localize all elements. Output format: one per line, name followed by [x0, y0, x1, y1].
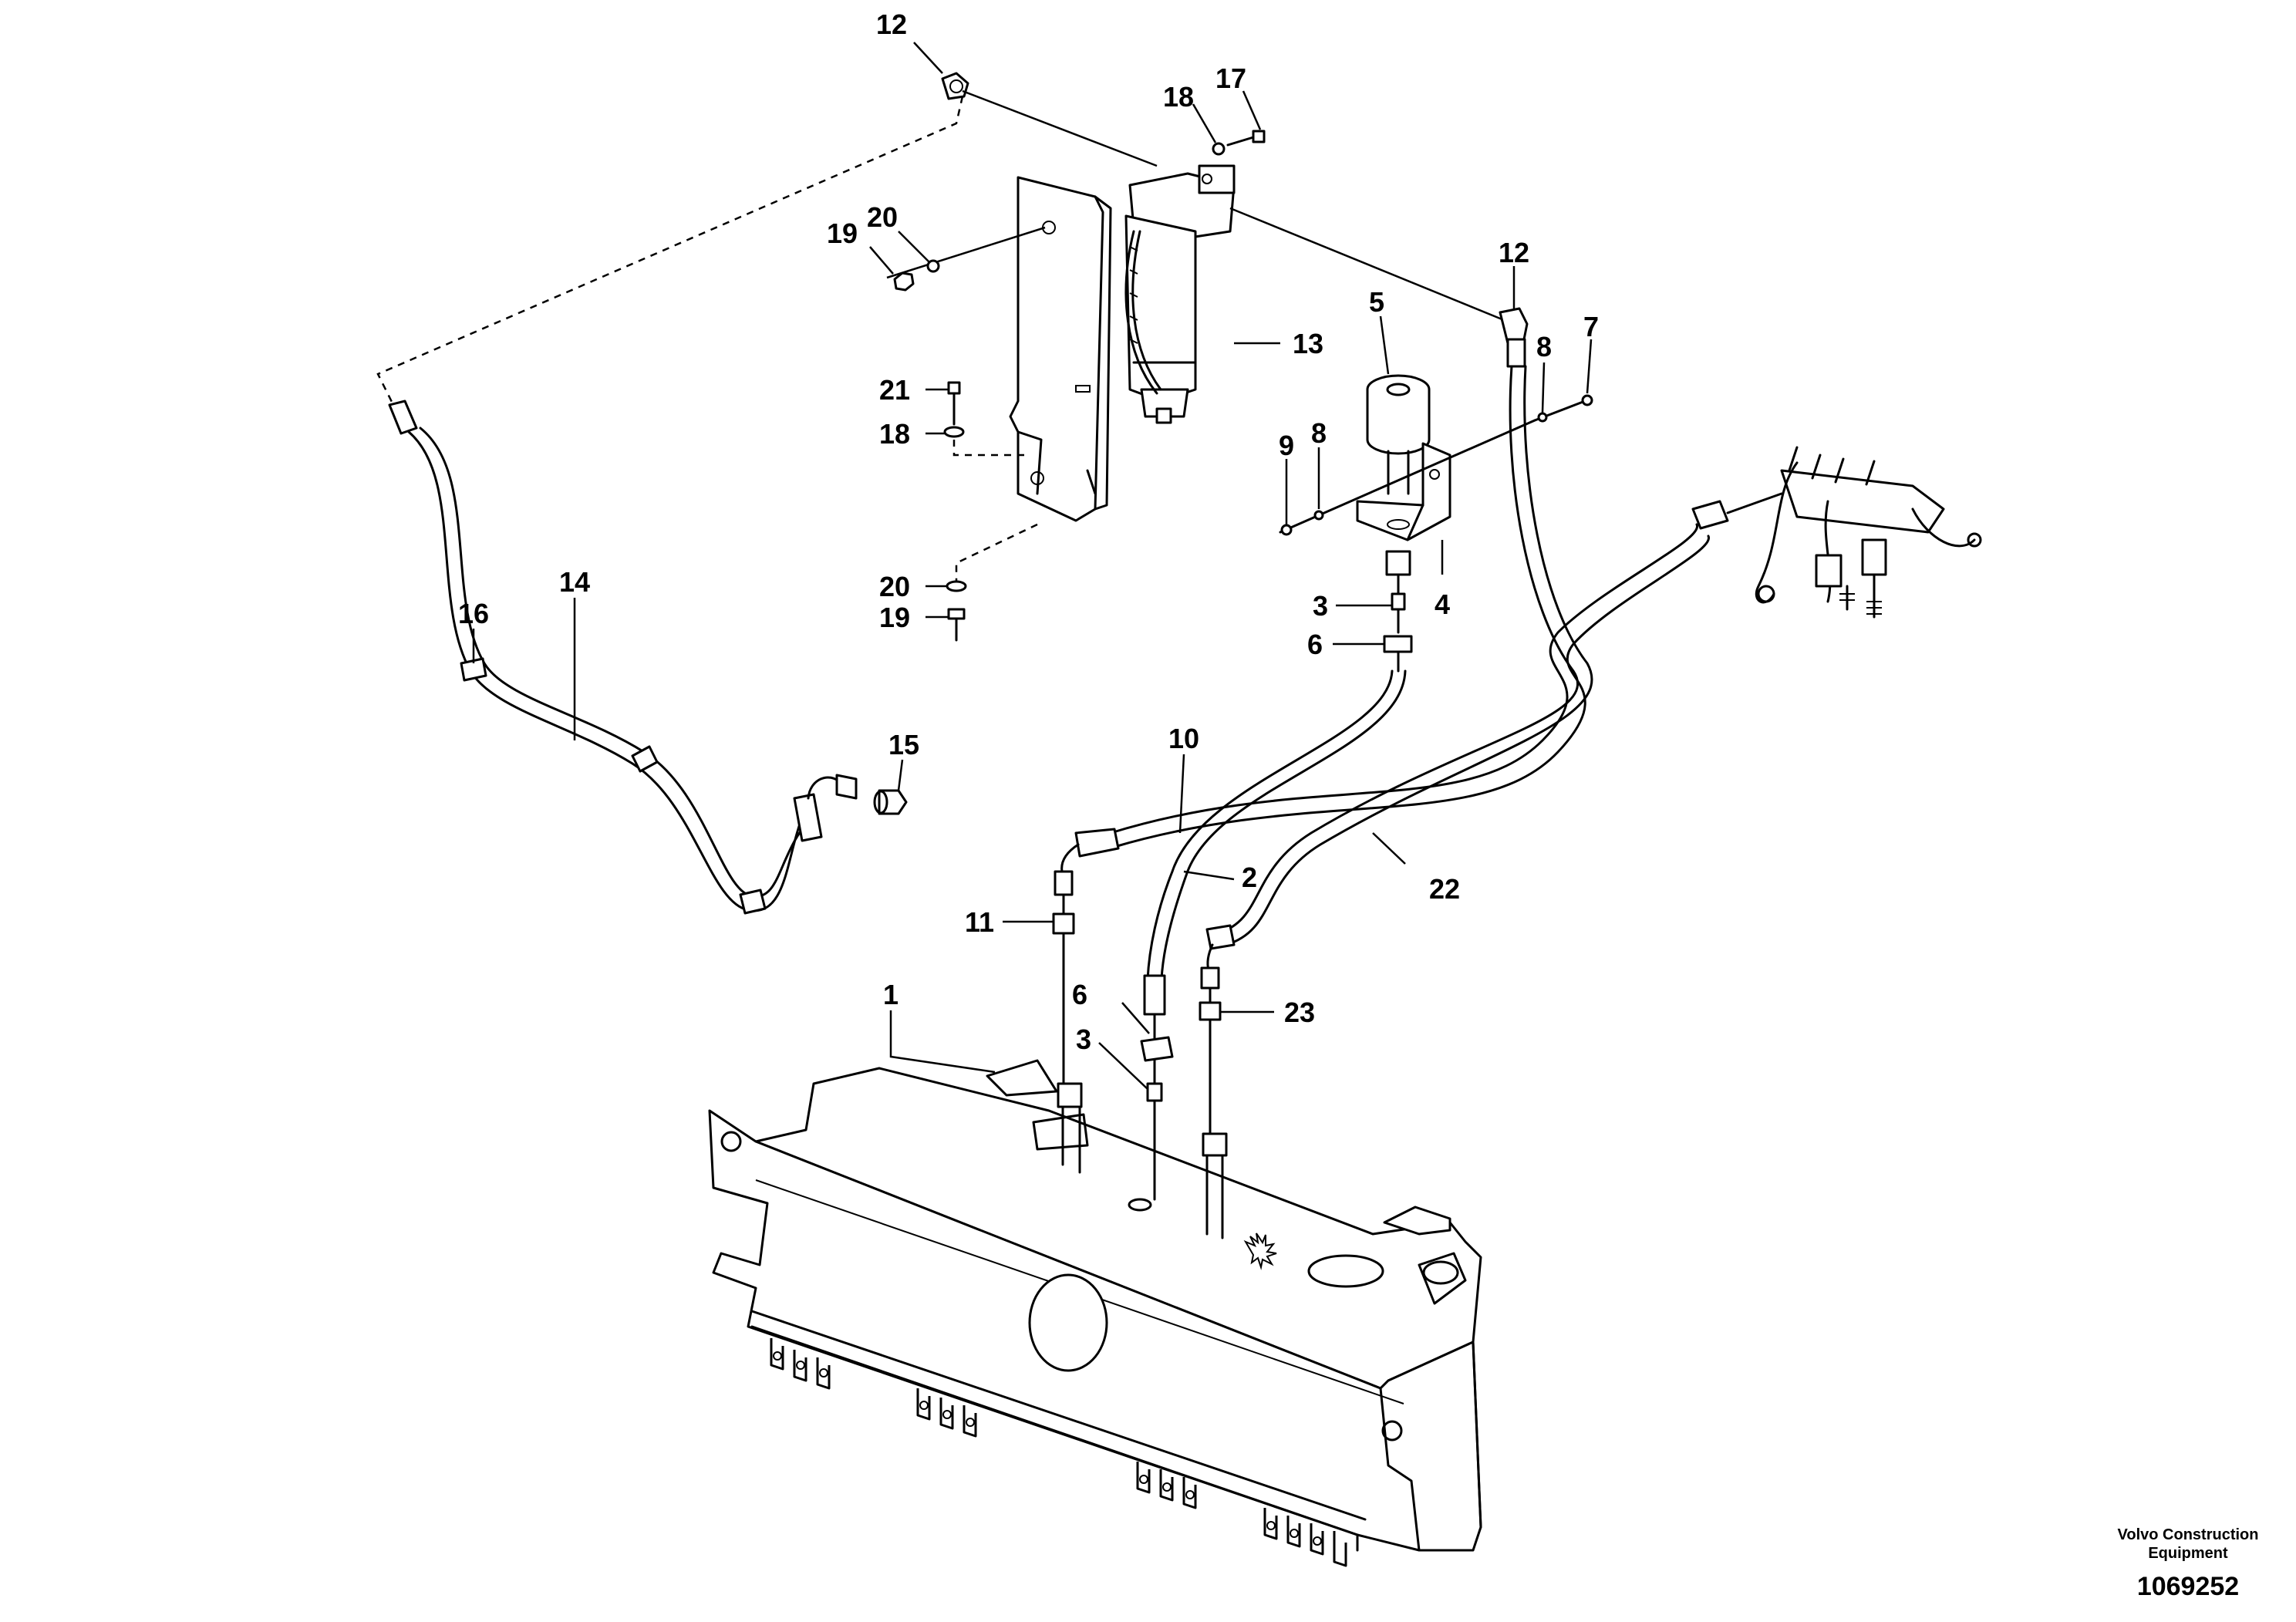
- mount-bracket-3: [1136, 1462, 1197, 1509]
- callout-19-top: 19: [827, 218, 858, 249]
- callout-22: 22: [1429, 873, 1460, 905]
- bolt-17: [1226, 130, 1266, 147]
- callout-4: 4: [1435, 588, 1450, 620]
- callout-23: 23: [1284, 996, 1315, 1028]
- bolt-21: [947, 381, 961, 426]
- callout-14: 14: [559, 566, 590, 598]
- callout-20-low: 20: [879, 571, 910, 602]
- washer-20-low: [946, 580, 967, 592]
- callout-18-top: 18: [1163, 81, 1194, 113]
- dashed-line-14: [376, 96, 964, 406]
- callout-10: 10: [1168, 723, 1199, 754]
- bolt-7: [1581, 394, 1593, 406]
- callout-7: 7: [1583, 311, 1599, 342]
- callout-6-upper: 6: [1307, 629, 1323, 660]
- fuel-tank: [708, 1059, 1482, 1567]
- nut-19-low: [947, 608, 966, 620]
- brand-line-2: Equipment: [2148, 1545, 2228, 1562]
- callout-19-low: 19: [879, 602, 910, 633]
- callout-3-upper: 3: [1313, 590, 1328, 622]
- hose-2: [1140, 669, 1407, 1201]
- callout-12-top: 12: [876, 8, 907, 40]
- callout-labels: 12 17 18 20 19 13 12 5 7 8 21 18 9 8 4 3…: [458, 8, 1599, 1055]
- callout-16: 16: [458, 598, 489, 629]
- washer-18-low: [943, 426, 965, 438]
- hose-22: [1199, 365, 1593, 1135]
- callout-3-lower: 3: [1076, 1023, 1091, 1055]
- bolt-9: [1280, 524, 1293, 536]
- callout-9: 9: [1279, 430, 1294, 461]
- callout-6-lower: 6: [1072, 979, 1087, 1010]
- callout-1: 1: [883, 979, 899, 1010]
- filter-bracket: [1009, 176, 1112, 522]
- callout-12-right: 12: [1499, 237, 1529, 268]
- callout-15: 15: [888, 729, 919, 760]
- mount-bracket-1: [770, 1338, 831, 1390]
- filter-5: [1366, 374, 1431, 495]
- footer: Volvo Construction Equipment 1069252: [2118, 1526, 2259, 1601]
- callout-13: 13: [1293, 328, 1323, 359]
- callout-17: 17: [1215, 62, 1246, 94]
- callout-18-low: 18: [879, 418, 910, 450]
- washer-20-top: [926, 259, 940, 273]
- mount-bracket-2: [916, 1388, 977, 1438]
- engine-connection: [1691, 446, 1982, 619]
- fitting-15: [873, 789, 908, 815]
- washer-8-right: [1537, 412, 1548, 423]
- nut-19-top: [893, 271, 915, 292]
- callout-5: 5: [1369, 286, 1384, 318]
- fitting-12-right: [1499, 307, 1529, 368]
- drawing-number: 1069252: [2137, 1572, 2239, 1601]
- callout-2: 2: [1242, 862, 1257, 893]
- leader-lines: [472, 42, 1593, 1090]
- fuel-filter: [1124, 164, 1236, 424]
- callout-8-right: 8: [1536, 331, 1552, 363]
- callout-20-top: 20: [867, 201, 898, 233]
- fitting-12-top: [941, 72, 969, 100]
- callout-11: 11: [965, 906, 994, 938]
- washer-8-left: [1313, 510, 1324, 521]
- washer-18-top: [1212, 142, 1226, 156]
- callout-21: 21: [879, 374, 910, 406]
- callout-8-left: 8: [1311, 417, 1327, 449]
- brand-line-1: Volvo Construction: [2118, 1526, 2259, 1543]
- hose-14: [388, 400, 858, 915]
- mount-bracket-4: [1263, 1508, 1347, 1567]
- fittings-under-5: [1383, 550, 1413, 673]
